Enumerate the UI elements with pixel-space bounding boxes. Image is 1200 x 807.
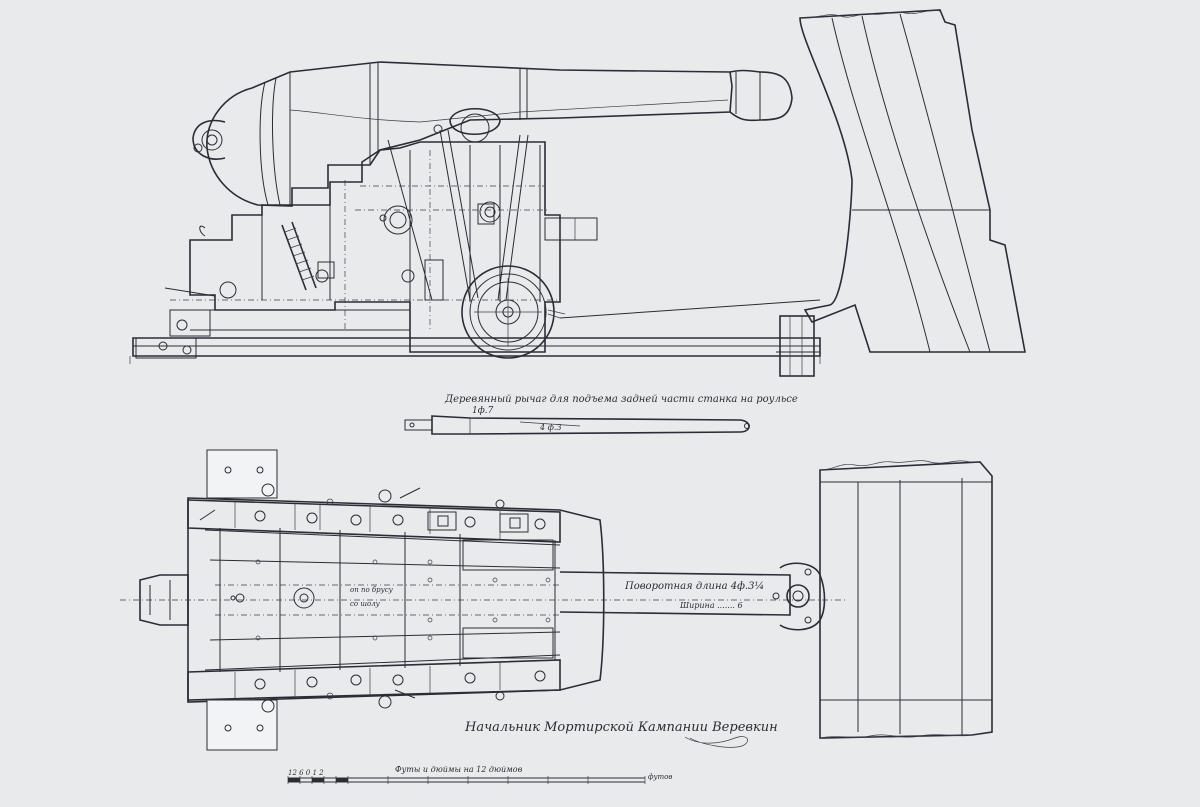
lever-note-mid: 4 ф.3 (539, 423, 562, 432)
scale-segment-filled (288, 778, 300, 782)
scale-segment-filled (312, 778, 324, 782)
lever-note-left: 1ф.7 (472, 406, 494, 416)
scale-caption: Футы и дюймы на 12 дюймов (395, 765, 523, 774)
embrasure-wall-side (799, 9, 1026, 353)
signature-flourish (684, 736, 748, 748)
lever-caption: Деревянный рычаг для подъема задней част… (444, 394, 798, 405)
scale-left-label: 12 6 0 1 2 (288, 769, 324, 777)
scale-bar: Футы и дюймы на 12 дюймов 12 6 0 1 2 фут… (287, 765, 672, 784)
scale-right-label: футов (648, 773, 672, 781)
carriage-plan-frame: оп по брусу со шолу (139, 449, 605, 751)
carriage-note-1: оп по брусу (350, 586, 394, 594)
pole-sublabel: Ширина ....... 6 (679, 601, 743, 610)
cannon-barrel (192, 61, 793, 207)
scale-segment-filled (336, 778, 348, 782)
carriage-note-2: со шолу (350, 600, 381, 608)
side-elevation-view (129, 9, 1026, 377)
traverse-pole: Поворотная длина 4ф.3¼ Ширина ....... 6 (559, 562, 826, 631)
signature: Начальник Мортирской Кампании Веревкин (464, 720, 778, 735)
gun-carriage (132, 108, 821, 377)
wooden-lever-detail: Деревянный рычаг для подъема задней част… (404, 394, 798, 435)
plan-view: оп по брусу со шолу Поворотная длина 4ф.… (120, 449, 993, 751)
signature-block: Начальник Мортирской Кампании Веревкин (464, 720, 778, 748)
embrasure-wall-plan (819, 460, 993, 739)
pole-label: Поворотная длина 4ф.3¼ (624, 581, 764, 592)
